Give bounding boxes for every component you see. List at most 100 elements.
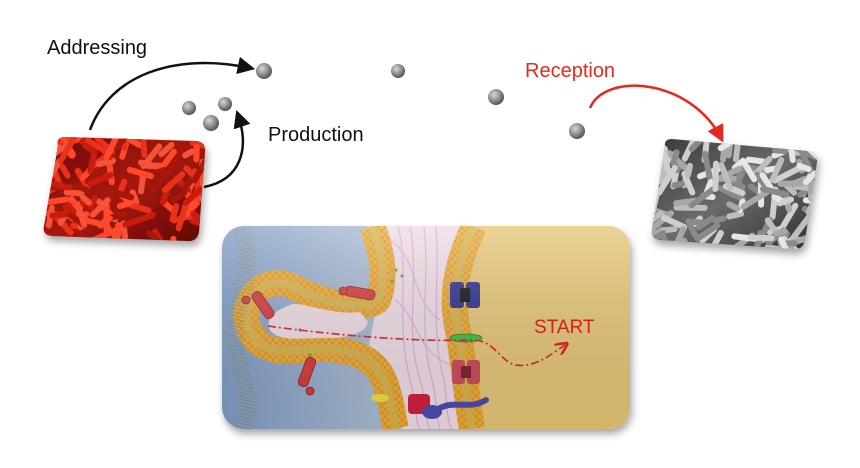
- signal-molecules: [182, 63, 585, 139]
- bacterium-rod: [43, 177, 50, 202]
- bacterium-rod: [683, 242, 698, 250]
- signal-molecule-icon: [182, 101, 196, 115]
- production-arrow: [203, 110, 251, 189]
- bacterium-rod: [122, 211, 156, 228]
- signal-molecule-icon: [569, 123, 585, 139]
- bacterium-rod: [651, 210, 664, 232]
- bacterium-rod: [764, 244, 795, 250]
- bacterium-rod: [74, 183, 90, 193]
- bacterium-rod: [733, 169, 746, 191]
- start-label: START: [534, 317, 595, 338]
- bacterium-rod: [717, 185, 747, 203]
- bacterium-rod: [790, 211, 815, 241]
- bacterium-rod: [140, 138, 148, 158]
- bacterium-rod: [79, 194, 93, 206]
- signal-molecule-icon: [203, 115, 219, 131]
- bacterium-rod: [651, 230, 667, 250]
- bacterium-rod: [802, 170, 818, 186]
- bacterium-rod: [127, 201, 152, 214]
- production-label: Production: [268, 124, 364, 146]
- bacterium-rod: [695, 215, 716, 231]
- bacterium-rod: [787, 243, 795, 250]
- addressing-arrow: [88, 56, 256, 131]
- bacterium-rod: [660, 214, 688, 231]
- bacterium-rod: [116, 200, 134, 210]
- bacterium-rod: [815, 168, 818, 187]
- bacterium-rod: [202, 199, 206, 216]
- bacterium-rod: [745, 156, 767, 165]
- bacterium-rod: [43, 138, 46, 160]
- bacterium-rod: [671, 180, 686, 189]
- bacterium-rod: [681, 170, 696, 196]
- bacterium-rod: [63, 189, 85, 197]
- bacterium-rod: [796, 162, 812, 173]
- signal-molecule-icon: [488, 89, 504, 105]
- bacterium-rod: [764, 139, 775, 147]
- bacterium-rod: [59, 163, 71, 179]
- bacterium-rod: [129, 189, 140, 206]
- addressing-label: Addressing: [47, 37, 148, 59]
- bacterium-rod: [87, 172, 114, 187]
- bacterium-rod: [57, 137, 77, 164]
- bacterium-rod: [799, 149, 816, 179]
- bacterium-rod: [170, 235, 178, 242]
- producer-bacteria-image: [43, 137, 206, 242]
- bacterium-rod: [161, 148, 177, 168]
- bacterium-rod: [118, 178, 128, 193]
- bacterium-rod: [740, 189, 770, 210]
- membrane-panel: [222, 226, 630, 429]
- bacterium-rod: [87, 195, 98, 211]
- bacterium-rod: [79, 137, 98, 145]
- bacterium-rod: [764, 217, 779, 235]
- bacterium-rod: [169, 203, 180, 223]
- bacterium-rod: [43, 162, 50, 177]
- bacterium-rod: [158, 141, 175, 158]
- bacterium-rod: [45, 150, 54, 176]
- bacterium-rod: [169, 189, 188, 204]
- bacterium-rod: [82, 142, 98, 155]
- bacterium-rod: [769, 157, 785, 183]
- bacterium-rod: [685, 218, 699, 239]
- bacterium-rod: [726, 201, 741, 212]
- bacterium-rod: [688, 139, 708, 153]
- bacterium-rod: [120, 220, 130, 242]
- bacterium-rod: [138, 172, 147, 195]
- bacterium-rod: [182, 200, 200, 218]
- bacterium-rod: [670, 149, 680, 167]
- signal-molecule-icon: [256, 63, 272, 79]
- bacterium-rod: [759, 186, 790, 198]
- reception-arrow: [588, 84, 724, 143]
- bacterium-rod: [87, 149, 98, 175]
- signal-molecule-icon: [391, 64, 405, 78]
- bacterium-rod: [175, 203, 189, 232]
- bacterium-rod: [182, 148, 196, 159]
- bacterium-rod: [688, 186, 717, 209]
- bacterium-rod: [740, 157, 758, 183]
- bacterium-rod: [694, 222, 721, 242]
- bacterium-rod: [726, 210, 745, 220]
- bacterium-rod: [189, 139, 206, 150]
- bacterium-rod: [126, 166, 154, 180]
- bacterium-rod: [203, 137, 206, 143]
- bacterium-rod: [84, 137, 111, 156]
- bacterium-rod: [651, 177, 660, 187]
- bacterium-rod: [684, 162, 694, 179]
- bacterium-rod: [777, 180, 807, 187]
- receiver-bacteria-image: [651, 139, 818, 250]
- bacterium-rod: [718, 161, 734, 191]
- bacterium-rod: [57, 236, 72, 242]
- bacterium-rod: [95, 157, 117, 168]
- bacterium-rod: [716, 165, 743, 182]
- bacterium-rod: [161, 171, 186, 194]
- bacterium-rod: [772, 147, 788, 155]
- signal-molecule-icon: [218, 97, 232, 111]
- bacterium-rod: [183, 186, 204, 206]
- bacterium-rod: [778, 236, 791, 250]
- bacterium-rod: [701, 150, 713, 180]
- reception-label: Reception: [525, 60, 616, 82]
- bacterium-rod: [780, 202, 799, 230]
- bacterium-rod: [150, 165, 175, 192]
- bacterium-rod: [103, 137, 119, 161]
- bacterium-rod: [68, 195, 81, 211]
